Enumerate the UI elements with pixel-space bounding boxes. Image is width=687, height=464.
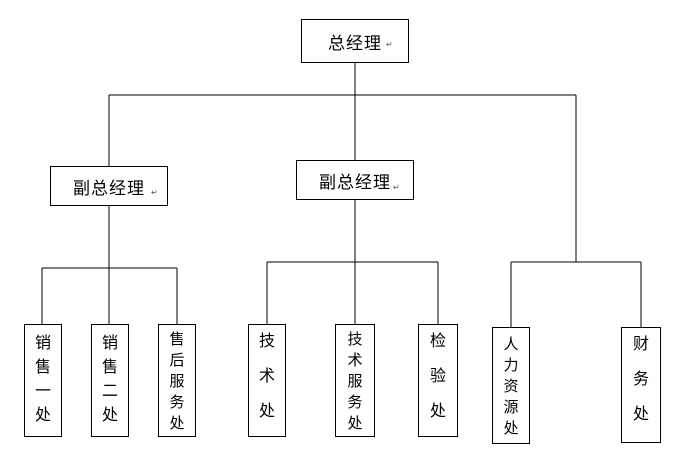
general-manager-box: 总经理: [301, 19, 409, 63]
department-box-inspection: 检验处: [418, 324, 458, 437]
paragraph-mark-icon: ↵: [151, 188, 158, 197]
department-label: 售后服务处: [169, 330, 185, 432]
deputy-manager-box-2: 副总经理: [296, 160, 414, 200]
department-box-technology: 技术处: [248, 324, 286, 437]
department-label: 技术服务处: [347, 330, 363, 432]
department-label: 人力资源处: [503, 335, 519, 437]
department-label: 技术处: [258, 331, 275, 420]
department-label: 检验处: [429, 331, 446, 420]
deputy-manager-label-2: 副总经理: [319, 172, 391, 193]
general-manager-label: 总经理: [328, 33, 382, 54]
department-box-tech-service: 技术服务处: [335, 324, 375, 437]
department-box-sales-1: 销售一处: [24, 324, 62, 437]
deputy-manager-label-1: 副总经理: [73, 178, 145, 199]
department-box-human-resources: 人力资源处: [492, 327, 530, 444]
department-label: 财务处: [632, 334, 649, 423]
department-box-after-sales: 售后服务处: [158, 324, 196, 437]
deputy-manager-box-1: 副总经理: [50, 166, 168, 206]
department-box-sales-2: 销售二处: [91, 324, 129, 437]
paragraph-mark-icon: ↵: [386, 40, 393, 49]
department-label: 销售二处: [101, 333, 118, 424]
department-box-finance: 财务处: [621, 327, 661, 443]
paragraph-mark-icon: ↵: [393, 183, 400, 192]
department-label: 销售一处: [34, 333, 51, 424]
